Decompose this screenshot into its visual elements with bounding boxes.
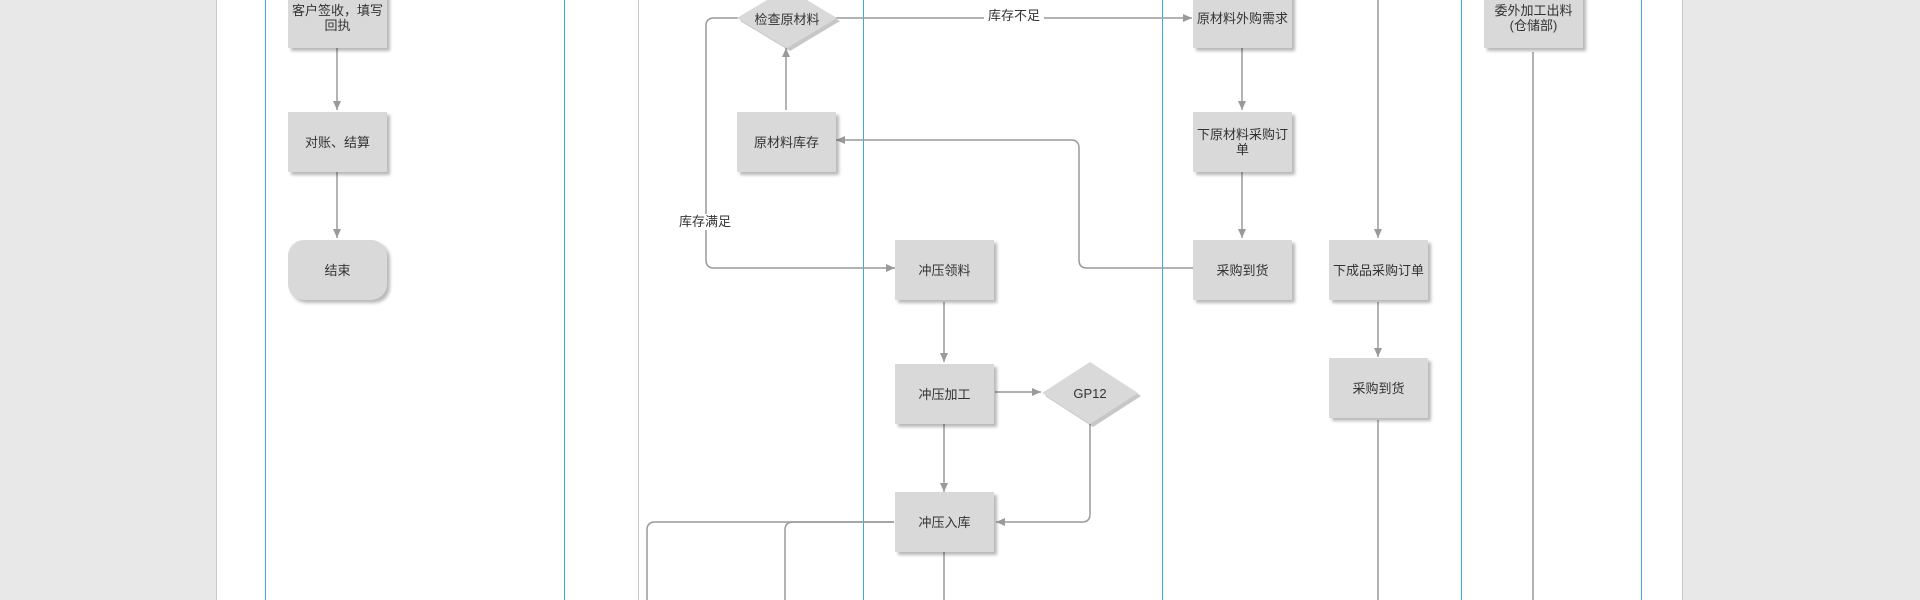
edge-label-stock-short: 库存不足 bbox=[984, 8, 1045, 24]
node-customer-sign[interactable]: 客户签收，填写回执 bbox=[288, 0, 387, 48]
node-label: 委外加工出料(仓储部) bbox=[1494, 3, 1573, 33]
node-label: 对账、结算 bbox=[304, 134, 370, 150]
connector-storage-left-1 bbox=[784, 521, 894, 600]
node-material-external-demand[interactable]: 原材料外购需求 bbox=[1193, 0, 1292, 48]
decision-check-material[interactable]: 检查原材料 bbox=[737, 0, 840, 51]
node-stamping-storage[interactable]: 冲压入库 bbox=[895, 492, 994, 552]
node-place-material-po[interactable]: 下原材料采购订单 bbox=[1193, 112, 1292, 172]
connector-storage-left-2 bbox=[646, 521, 894, 600]
edge-label-stock-ok: 库存满足 bbox=[675, 214, 736, 230]
node-stamping-pick[interactable]: 冲压领料 bbox=[895, 240, 994, 300]
node-label: 检查原材料 bbox=[754, 11, 820, 27]
node-label: 冲压领料 bbox=[918, 262, 971, 278]
node-label: 冲压入库 bbox=[918, 514, 971, 530]
node-label: GP12 bbox=[1073, 385, 1107, 401]
node-material-stock[interactable]: 原材料库存 bbox=[737, 112, 836, 172]
node-label: 采购到货 bbox=[1352, 380, 1405, 396]
node-label: 采购到货 bbox=[1216, 262, 1269, 278]
node-label: 下成品采购订单 bbox=[1332, 262, 1424, 278]
swimlane-divider bbox=[265, 0, 266, 600]
node-stamping-process[interactable]: 冲压加工 bbox=[895, 364, 994, 424]
connector-gp12-to-storage bbox=[996, 424, 1091, 526]
node-label: 下原材料采购订单 bbox=[1196, 127, 1288, 157]
swimlane-divider bbox=[564, 0, 565, 600]
decision-gp12[interactable]: GP12 bbox=[1042, 362, 1141, 427]
node-reconcile[interactable]: 对账、结算 bbox=[288, 112, 387, 172]
connector-arrival-to-stock bbox=[836, 136, 1193, 269]
node-label: 原材料库存 bbox=[753, 134, 819, 150]
node-label: 结束 bbox=[324, 262, 351, 278]
node-label: 原材料外购需求 bbox=[1196, 10, 1288, 26]
node-label: 冲压加工 bbox=[918, 386, 971, 402]
connector-stock-ok bbox=[705, 17, 895, 272]
swimlane-divider bbox=[1641, 0, 1642, 600]
node-end[interactable]: 结束 bbox=[288, 240, 387, 300]
node-label: 客户签收，填写回执 bbox=[291, 3, 383, 33]
swimlane-divider bbox=[1461, 0, 1462, 600]
swimlane-separator bbox=[638, 0, 639, 600]
node-purchase-arrival-1[interactable]: 采购到货 bbox=[1193, 240, 1292, 300]
node-outsource-dispatch[interactable]: 委外加工出料(仓储部) bbox=[1484, 0, 1583, 48]
node-purchase-arrival-2[interactable]: 采购到货 bbox=[1329, 358, 1428, 418]
swimlane-divider bbox=[863, 0, 864, 600]
node-place-finished-po[interactable]: 下成品采购订单 bbox=[1329, 240, 1428, 300]
swimlane-divider bbox=[1162, 0, 1163, 600]
